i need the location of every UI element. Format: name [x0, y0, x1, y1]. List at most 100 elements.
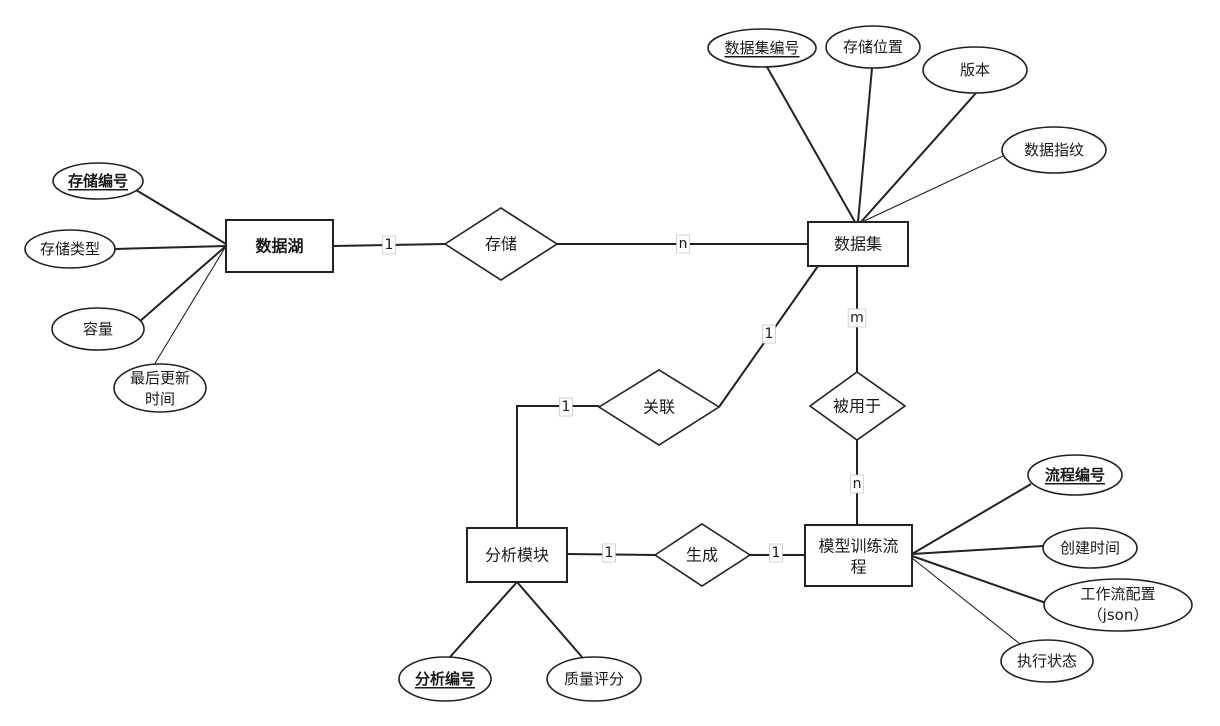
entity-training-flow: 模型训练流 程	[804, 524, 913, 587]
attribute-created-time: 创建时间	[1042, 527, 1138, 569]
entity-dataset: 数据集	[807, 221, 909, 267]
cardinality-text: 1	[562, 399, 571, 415]
attribute-label: 数据集编号	[724, 39, 799, 57]
cardinality-module-generate: 1	[602, 543, 616, 563]
attribute-ellipse	[922, 46, 1028, 94]
cardinality-generate-flow: 1	[769, 543, 783, 563]
relationship-generate: 生成	[653, 523, 752, 587]
attribute-label: 质量评分	[564, 670, 624, 688]
attribute-ellipse	[1043, 578, 1193, 632]
connector-created-time	[911, 545, 1044, 555]
attribute-workflow-config: 工作流配置 （json）	[1043, 578, 1193, 632]
cardinality-background	[762, 324, 776, 344]
cardinality-text: 1	[385, 237, 394, 253]
attribute-ellipse	[1000, 639, 1094, 683]
relationship-label: 被用于	[833, 397, 881, 416]
attribute-label: 版本	[960, 61, 990, 79]
entity-box	[225, 219, 334, 273]
relationship-associate: 关联	[597, 369, 721, 446]
attribute-label: 数据指纹	[1024, 141, 1084, 159]
attribute-ellipse	[24, 229, 116, 269]
connector-fingerprint	[861, 155, 1004, 223]
entity-box	[807, 221, 909, 267]
connector-storage-id	[135, 189, 227, 245]
relationship-label: 存储	[485, 235, 517, 254]
attribute-label: 流程编号	[1045, 466, 1105, 484]
connector-version	[860, 92, 977, 223]
connector-analysis-id	[449, 581, 518, 658]
connector-dataset-id	[766, 66, 856, 223]
connector-workflow-config	[911, 555, 1047, 604]
attribute-quality-score: 质量评分	[546, 656, 642, 702]
cardinality-text: n	[853, 476, 862, 492]
attribute-label: 存储位置	[843, 38, 903, 56]
entity-analysis-module: 分析模块	[466, 527, 568, 583]
attribute-ellipse	[51, 307, 145, 351]
cardinality-lake-store: 1	[382, 235, 396, 255]
attribute-label: 执行状态	[1017, 652, 1077, 670]
attribute-exec-status: 执行状态	[1000, 639, 1094, 683]
attribute-ellipse	[707, 28, 817, 68]
relationship-diamond	[653, 523, 752, 587]
cardinality-used-by-flow: n	[850, 474, 864, 494]
cardinality-text: 1	[765, 326, 774, 342]
connector-exec-status	[911, 557, 1021, 645]
cardinality-text: 1	[772, 545, 781, 561]
cardinality-background	[602, 543, 616, 563]
relationship-label: 生成	[686, 546, 718, 565]
cardinality-dataset-used-by: m	[847, 308, 867, 328]
attribute-storage-location: 存储位置	[825, 25, 921, 69]
attribute-ellipse	[1027, 454, 1123, 496]
cardinality-background	[847, 308, 867, 328]
entity-label-line-1: 模型训练流	[818, 537, 898, 556]
cardinality-dataset-associate: 1	[762, 324, 776, 344]
relationship-used-by: 被用于	[808, 371, 907, 441]
attribute-ellipse	[546, 656, 642, 702]
attribute-ellipse	[398, 656, 492, 702]
attribute-flow-id: 流程编号	[1027, 454, 1123, 496]
connector-storage-type	[114, 245, 227, 250]
cardinality-background	[382, 235, 396, 255]
attribute-storage-id: 存储编号	[52, 162, 144, 200]
attribute-label: 存储编号	[68, 172, 128, 190]
cardinality-background	[676, 234, 690, 254]
attribute-capacity: 容量	[51, 307, 145, 351]
attribute-last-updated: 最后更新 时间	[113, 363, 207, 413]
attribute-label-line-2: 时间	[145, 390, 175, 408]
connector-capacity	[138, 245, 227, 323]
relationship-store: 存储	[443, 207, 559, 281]
attribute-fingerprint: 数据指纹	[1001, 126, 1107, 174]
cardinality-background	[559, 397, 573, 417]
cardinality-store-dataset: n	[676, 234, 690, 254]
attribute-label-line-1: 工作流配置	[1080, 585, 1155, 603]
entity-box	[804, 524, 913, 587]
cardinality-background	[769, 543, 783, 563]
entity-box	[466, 527, 568, 583]
attribute-label-line-1: 最后更新	[130, 369, 190, 387]
attribute-dataset-id: 数据集编号	[707, 28, 817, 68]
attribute-ellipse	[1042, 527, 1138, 569]
cardinality-associate-module: 1	[559, 397, 573, 417]
connector-storage-location	[857, 67, 873, 223]
attribute-ellipse	[113, 363, 207, 413]
attribute-connectors	[114, 66, 1047, 658]
cardinality-background	[850, 474, 864, 494]
relationship-diamond	[808, 371, 907, 441]
entity-data-lake: 数据湖	[225, 219, 334, 273]
cardinality-text: n	[679, 236, 688, 252]
entity-label: 分析模块	[485, 546, 549, 565]
connector-last-updated	[153, 245, 227, 366]
attribute-version: 版本	[922, 46, 1028, 94]
cardinality-text: 1	[605, 545, 614, 561]
attribute-label: 创建时间	[1060, 539, 1120, 557]
relationship-diamond	[597, 369, 721, 446]
relationship-diamond	[443, 207, 559, 281]
connector-quality-score	[516, 581, 583, 658]
entity-label: 数据湖	[255, 237, 303, 256]
attribute-ellipse	[825, 25, 921, 69]
attribute-analysis-id: 分析编号	[398, 656, 492, 702]
attribute-ellipse	[52, 162, 144, 200]
entity-label-line-2: 程	[850, 558, 866, 577]
